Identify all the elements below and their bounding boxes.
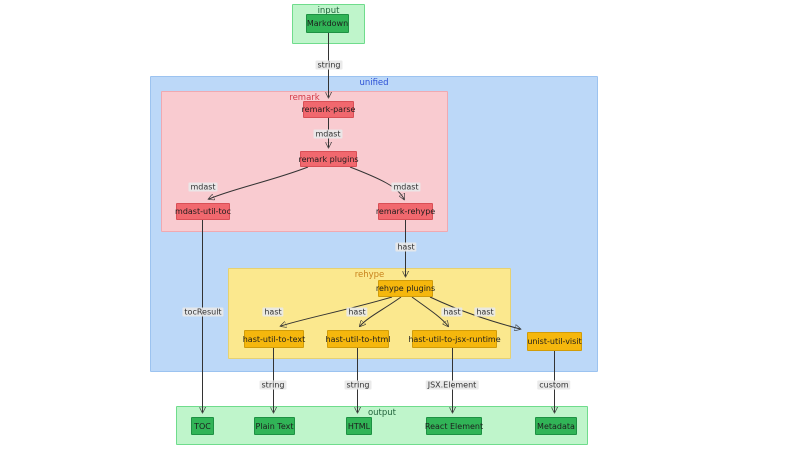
edge-label-string-html: string [344,380,372,390]
edge-label-mdast-left: mdast [188,182,218,192]
cluster-output-label: output [367,408,397,418]
node-react-element: React Element [425,417,483,435]
node-remark-rehype: remark-rehype [376,203,435,220]
node-hast-util-to-text: hast-util-to-text [243,330,305,348]
edge-label-mdast-right: mdast [391,182,421,192]
edge-label-hast-visit: hast [474,307,496,317]
edge-label-string-input: string [315,60,343,70]
edge-label-jsx-element: JSX.Element [425,380,479,390]
edge-label-hast-text: hast [262,307,284,317]
edge-label-hast-jsx: hast [441,307,463,317]
edge-label-custom: custom [537,380,571,390]
cluster-remark-label: remark [289,93,320,103]
node-hast-util-to-html: hast-util-to-html [326,330,391,348]
node-plain-text: Plain Text [254,417,295,435]
node-markdown: Markdown [306,14,349,33]
node-html: HTML [346,417,372,435]
edge-label-toc-result: tocResult [182,307,224,317]
edge-label-mdast-parse: mdast [313,129,343,139]
cluster-input-label: input [317,6,340,16]
node-unist-util-visit: unist-util-visit [527,332,582,351]
edge-label-string-text: string [259,380,287,390]
cluster-unified-label: unified [359,78,389,88]
node-remark-parse: remark-parse [302,101,355,118]
node-toc: TOC [191,417,214,435]
edge-label-hast-main: hast [395,242,417,252]
cluster-output: output [176,406,588,445]
node-hast-util-to-jsx-runtime: hast-util-to-jsx-runtime [408,330,501,348]
node-mdast-util-toc: mdast-util-toc [175,203,231,220]
cluster-rehype-label: rehype [354,270,385,280]
edge-label-hast-html: hast [346,307,368,317]
node-rehype-plugins: rehype plugins [376,280,435,297]
node-metadata: Metadata [535,417,577,435]
node-remark-plugins: remark plugins [298,151,359,167]
